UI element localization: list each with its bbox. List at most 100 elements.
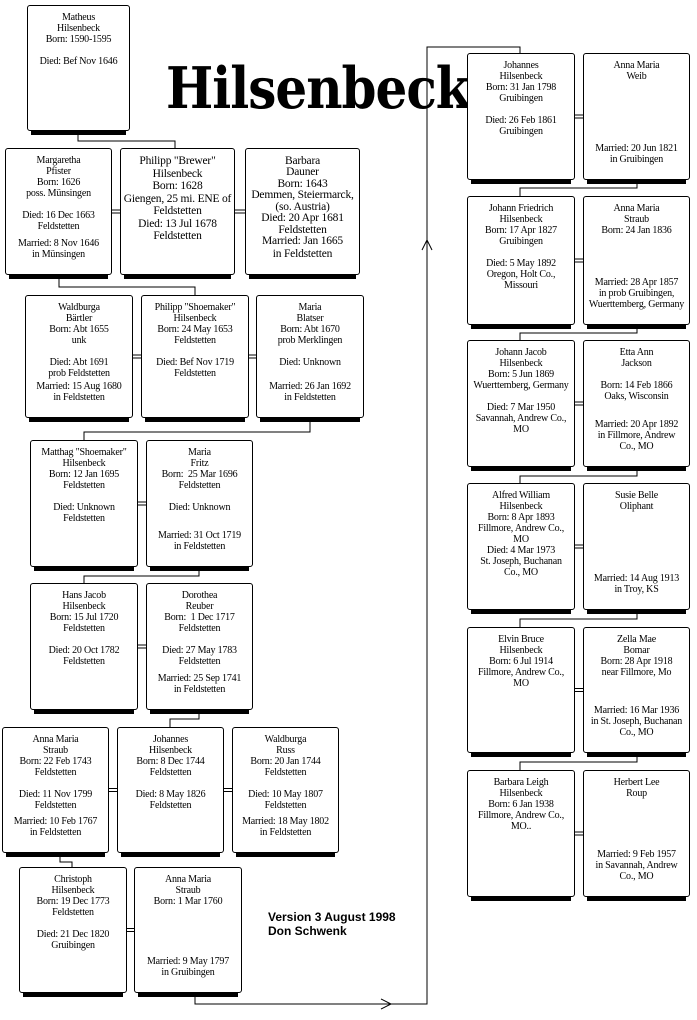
person-detail-line: Born: 22 Feb 1743 [19,756,92,767]
person-detail-line: Wuerttemberg, Germany [473,380,569,391]
person-detail-line: Gruibingen [499,126,543,137]
marriage-line: in Feldstetten [53,392,105,403]
person-name-line: Hans Jacob [62,590,106,601]
person-name-line: Dauner [286,166,319,179]
marriage-line: Co., MO [619,871,654,882]
person-name-line: Straub [43,745,68,756]
marriage-line: in St. Joseph, Buchanan [590,716,683,727]
person-name-line: Hilsenbeck [173,313,217,324]
person-name-line: Reuber [185,601,214,612]
person-name-line: Matthag "Shoemaker" [41,447,127,458]
person-detail-line: Feldstetten [153,230,202,242]
person-detail-line: Died: 20 Oct 1782 [48,645,120,656]
person-name-line: Philipp "Brewer" [139,155,216,167]
person-detail-line: Feldstetten [34,800,77,811]
person-name-line: Hilsenbeck [62,458,106,469]
person-detail-line: Feldstetten [52,907,94,918]
person-detail-line: Gruibingen [51,940,95,951]
person-name-line: Jackson [621,358,652,369]
person-name-line: Hilsenbeck [499,501,543,512]
person-detail-line: unk [71,335,87,346]
person-detail-line: Born: 6 Jul 1914 [489,656,553,667]
person-name-line: Hilsenbeck [152,167,203,180]
arrow-right-icon [380,998,393,1010]
person-name-line: Anna Maria [164,874,212,885]
marriage-line: in Feldstetten [284,392,336,403]
person-name-line: Susie Belle [614,490,659,501]
descent-line [169,714,200,727]
person-detail-line: Gruibingen [499,93,543,104]
person-name-line: Hilsenbeck [57,23,100,34]
descent-line [519,757,638,770]
person-detail-line: Born: 19 Dec 1773 [36,896,110,907]
marriage-line: Married: Jan 1665 [262,235,343,247]
marriage-line: in Gruibingen [609,154,664,165]
person-name-line: Philipp "Shoemaker" [154,302,236,313]
person-detail-line: Died: Abt 1691 [49,357,109,368]
person-name-line: Herbert Lee [613,777,660,788]
person-detail-line: Born: Abt 1655 [49,324,109,335]
person-detail-line: Feldstetten [178,623,221,634]
marriage-line: Married: 28 Apr 1857 [594,277,679,288]
person-detail-line: Born: 15 Jul 1720 [49,612,119,623]
person-name-line: Hilsenbeck [499,788,543,799]
person-detail-line: Born: 20 Jan 1744 [250,756,321,767]
person-detail-line: Feldstetten [278,223,327,236]
person-name-line: Elvin Bruce [498,634,544,645]
person-detail-line: Savannah, Andrew Co., [475,413,567,424]
person-name-line: Zella Mae [616,634,656,645]
arrow-up-icon [421,238,433,251]
person-name-line: Fritz [190,458,209,469]
person-detail-line: Died: Unknown [168,502,231,513]
person-detail-line: Missouri [504,280,538,291]
person-detail-line: near Fillmore, Mo [601,667,672,678]
author-name: Don Schwenk [268,924,347,938]
person-name-line: Hilsenbeck [62,601,106,612]
version-date: Version 3 August 1998 [268,910,396,924]
person-detail-line: Born: 24 Jan 1836 [601,225,672,236]
marriage-line: Married: 8 Nov 1646 [18,238,99,249]
person-name-line: Alfred William [492,490,550,501]
person-name-line: Waldburga [264,734,307,745]
person-detail-line: Feldstetten [264,767,307,778]
person-detail-line: Feldstetten [174,368,216,379]
marriage-line: in Feldstetten [29,827,82,838]
marriage-line: Married: 25 Sep 1741 [157,673,242,684]
person-detail-line: Feldstetten [63,656,105,667]
